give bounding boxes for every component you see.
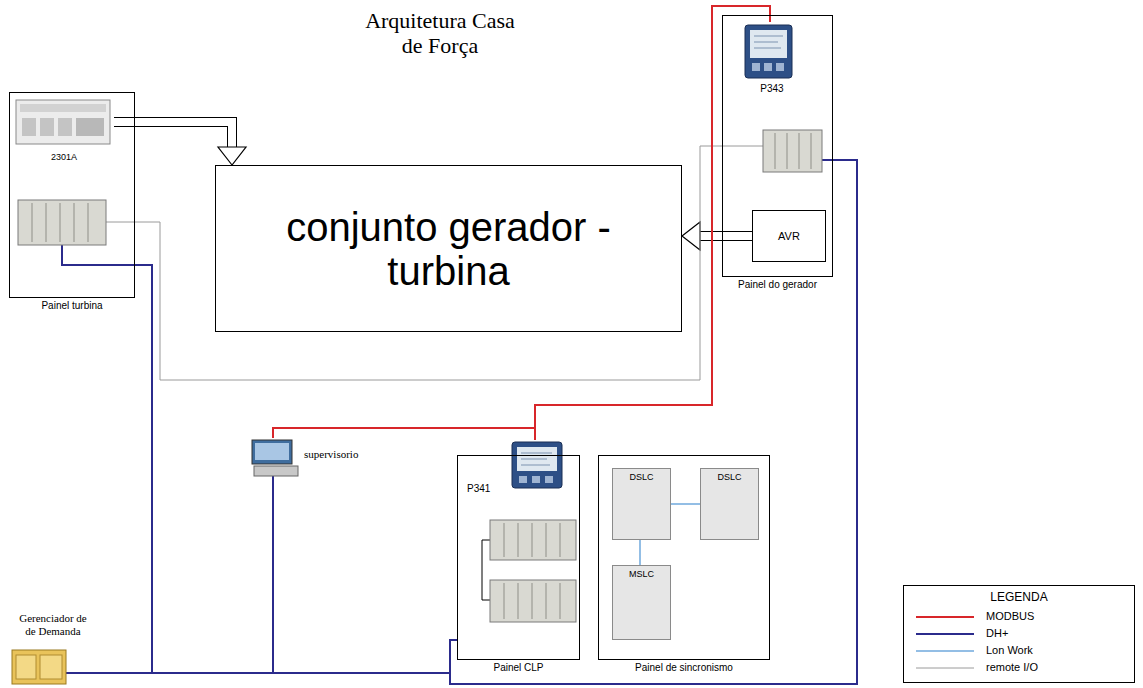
connector: [640, 540, 641, 565]
module-box: DSLC: [612, 468, 671, 540]
panel-box: Painel CLPP341: [457, 455, 580, 660]
module-box: MSLC: [612, 565, 671, 640]
connector: [108, 476, 273, 673]
legend-text: DH+: [986, 627, 1008, 640]
node-label: MSLC: [613, 569, 670, 579]
connector: [108, 640, 457, 673]
legend-line: [916, 668, 974, 669]
legend-line: [916, 650, 974, 652]
bus-line: [639, 540, 641, 565]
hollow-arrowhead: [682, 222, 700, 250]
panel-label: Painel turbina: [0, 300, 164, 312]
legend-text: MODBUS: [986, 610, 1034, 623]
node-label: Gerenciador de de Demanda: [14, 612, 92, 637]
device-box: P343: [740, 22, 804, 95]
legend-line: [916, 633, 974, 635]
legend-line-sample: [914, 661, 976, 675]
node-label: DSLC: [701, 472, 758, 482]
panel-label: Painel de sincronismo: [569, 662, 799, 674]
panel-label: Painel do gerador: [693, 279, 862, 291]
device-box: 2301A: [14, 98, 114, 163]
bus-line: [273, 428, 535, 440]
node-label: 2301A: [14, 152, 114, 162]
panel-label: Painel CLP: [428, 662, 609, 674]
device-box: Gerenciador de de Demanda: [8, 612, 108, 686]
legend-row: remote I/O: [914, 661, 1124, 675]
legend-row: MODBUS: [914, 610, 1124, 624]
hollow-arrowhead: [218, 147, 246, 165]
legend-title: LEGENDA: [904, 591, 1134, 605]
legend-text: remote I/O: [986, 661, 1038, 674]
relay-icon: [512, 442, 562, 488]
node-label: P341: [467, 483, 490, 495]
node-label: P343: [740, 83, 804, 95]
bus-line: [108, 265, 152, 673]
module-box: DSLC: [700, 468, 759, 540]
diagram-title: Arquitetura Casa de Força: [365, 8, 515, 59]
relay-icon: [745, 25, 792, 78]
legend-line-sample: [914, 627, 976, 641]
device-box: supervisorio: [248, 438, 378, 476]
bus-line: [108, 640, 457, 673]
panel-box: Painel turbina2301A: [9, 92, 135, 298]
legend-text: Lon Work: [986, 644, 1033, 657]
connector: [108, 265, 152, 673]
legend-box: LEGENDA MODBUS DH+ Lon Work remote I/O: [903, 585, 1135, 683]
legend-line-sample: [914, 644, 976, 658]
node-label: DSLC: [613, 472, 670, 482]
legend-line: [916, 616, 974, 618]
hollow-arrow-fill: [700, 232, 752, 240]
legend-row: DH+: [914, 627, 1124, 641]
legend-line-sample: [914, 610, 976, 624]
plc-rack-icon: [490, 520, 576, 622]
device-box: P341: [463, 440, 568, 502]
node-label: AVR: [778, 230, 800, 242]
connector: [682, 222, 752, 250]
connector: [671, 504, 700, 505]
bus-line: [108, 476, 273, 673]
plc-rack-icon: [763, 130, 822, 172]
controller-2301a-icon: [16, 100, 110, 144]
node-label: supervisorio: [304, 448, 358, 461]
panel-box: Painel do geradorP343AVR: [722, 15, 833, 277]
hollow-arrow-fill: [114, 122, 232, 147]
bus-line: [135, 146, 722, 380]
hollow-arrow-outline: [114, 122, 232, 147]
hollow-arrow-outline: [700, 231, 752, 241]
demand-manager-icon: [12, 650, 66, 684]
bus-line: [671, 503, 700, 505]
panel-box: Painel de sincronismoDSLCDSLCMSLC: [598, 455, 770, 660]
node-label: conjunto gerador - turbina: [222, 205, 675, 293]
process-box: conjunto gerador - turbina: [215, 165, 682, 332]
connector: [108, 160, 857, 684]
connector: [114, 122, 246, 165]
plc-rack-icon: [18, 200, 106, 245]
connector: [273, 428, 535, 440]
bus-line: [108, 160, 857, 684]
computer-icon: [252, 440, 298, 476]
process-box: AVR: [752, 210, 826, 262]
legend-row: Lon Work: [914, 644, 1124, 658]
connector: [135, 146, 722, 380]
inner-wires: [62, 146, 833, 673]
